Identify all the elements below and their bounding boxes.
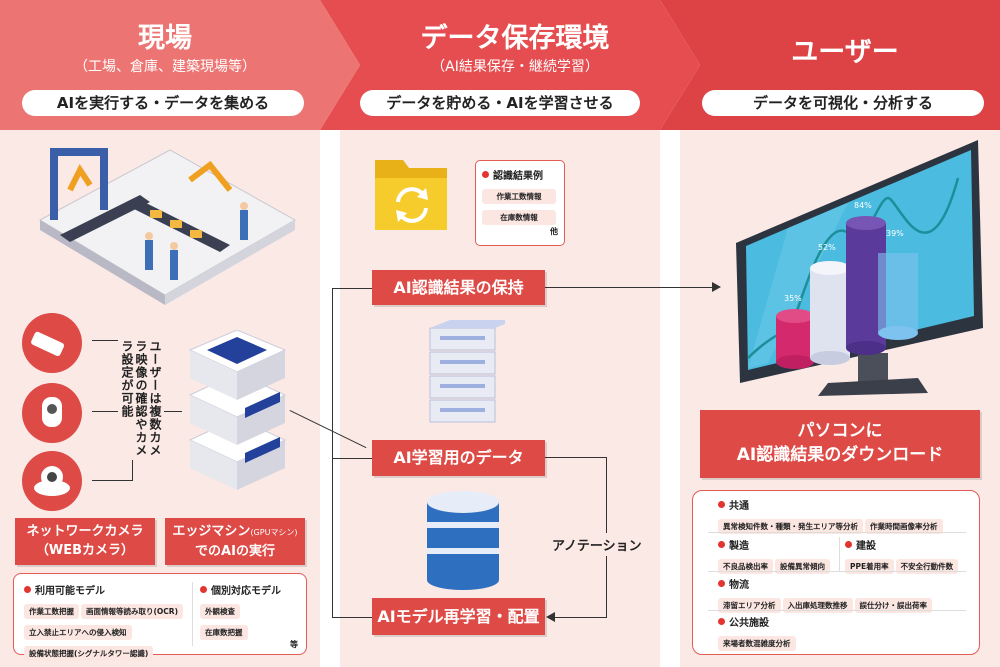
arrow-right-icon — [712, 282, 721, 292]
header-tagline: AIを実行する・データを集める — [22, 90, 304, 116]
edge-server-icon — [188, 330, 287, 490]
model-chip: 設備状態把握(シグナルタワー認識) — [24, 646, 154, 661]
category-title: 共通 — [729, 501, 749, 512]
category-logistics: 物流 滞留エリア分析入出庫処理数推移誤仕分け・誤出荷率 — [718, 574, 934, 614]
analysis-box: 共通 異常検知件数・種類・発生エリア等分析作業時間画像率分析 製造 不良品検出率… — [692, 490, 980, 655]
monitor-chart-illustration: 35% 52% 84% 39% — [736, 140, 983, 396]
example-title: 認識結果例 — [493, 171, 543, 182]
bullet-icon — [24, 586, 31, 593]
bullet-icon — [718, 618, 725, 625]
retrain-deploy-label: AIモデル再学習・配置 — [372, 598, 545, 635]
download-line2: AI認識結果のダウンロード — [736, 445, 944, 465]
retain-results-label: AI認識結果の保持 — [372, 270, 545, 305]
header-subtitle: （工場、倉庫、建築現場等） — [74, 59, 256, 75]
analysis-chip: 作業時間画像率分析 — [865, 519, 943, 534]
model-chip: 外観検査 — [200, 604, 240, 619]
edge-line2-text: でのAIの実行 — [195, 544, 275, 559]
category-construction: 建設 PPE着用率不安全行動件数 — [845, 535, 960, 575]
example-chip: 在庫数情報 — [482, 210, 556, 225]
edge-small-text: (GPUマシン) — [250, 528, 298, 537]
chart-bars — [776, 216, 918, 369]
chart-label: 39% — [886, 229, 904, 238]
analysis-chip: 来場者数混雑度分析 — [718, 636, 796, 651]
category-title: 公共施設 — [729, 618, 769, 629]
example-etc: 他 — [550, 227, 558, 236]
category-title: 物流 — [729, 580, 749, 591]
network-camera-text: ネットワークカメラ（WEBカメラ） — [26, 524, 144, 558]
database-icon — [427, 491, 499, 590]
analysis-chip: 滞留エリア分析 — [718, 598, 781, 613]
bullet-icon — [845, 541, 852, 548]
analysis-chip: 異常検知件数・種類・発生エリア等分析 — [718, 519, 863, 534]
header-user: ユーザー データを可視化・分析する — [690, 0, 1000, 130]
server-rack-icon — [429, 320, 505, 423]
bullet-icon — [718, 580, 725, 587]
recognition-example-box: 認識結果例 作業工数情報在庫数情報 他 — [475, 160, 565, 246]
analysis-chip: 不良品検出率 — [718, 559, 773, 574]
chart-label: 84% — [854, 201, 872, 210]
network-camera-label: ネットワークカメラ（WEBカメラ） — [15, 518, 155, 565]
category-public: 公共施設 来場者数混雑度分析 — [718, 612, 798, 652]
available-models: 利用可能モデル 作業工数把握画面情報等読み取り(OCR) 立入禁止エリアへの侵入… — [24, 580, 199, 662]
edge-machine-label: エッジマシン(GPUマシン) でのAIの実行 — [165, 518, 305, 565]
analysis-chip: PPE着用率 — [845, 559, 894, 574]
bullet-icon — [718, 501, 725, 508]
dome-camera-icon — [22, 451, 82, 511]
header-subtitle: （AI結果保存・継続学習） — [431, 59, 599, 75]
header-storage: データ保存環境 （AI結果保存・継続学習） データを貯める・AIを学習させる — [345, 0, 685, 130]
models-box: 利用可能モデル 作業工数把握画面情報等読み取り(OCR) 立入禁止エリアへの侵入… — [13, 573, 307, 661]
bullet-camera-icon — [22, 313, 82, 373]
download-label: パソコンに AI認識結果のダウンロード — [700, 410, 980, 478]
bullet-icon — [718, 541, 725, 548]
header-site: 現場 （工場、倉庫、建築現場等） AIを実行する・データを集める — [0, 0, 330, 130]
analysis-chip: 設備異常傾向 — [775, 559, 830, 574]
model-chip: 在庫数把握 — [200, 625, 248, 640]
custom-title: 個別対応モデル — [211, 586, 281, 597]
analysis-chip: 不安全行動件数 — [895, 559, 959, 574]
desk-camera-icon — [22, 383, 82, 443]
category-manufacturing: 製造 不良品検出率設備異常傾向 — [718, 535, 832, 575]
header-title: 現場 — [138, 23, 192, 54]
category-common: 共通 異常検知件数・種類・発生エリア等分析作業時間画像率分析 — [718, 495, 945, 535]
header-tagline: データを可視化・分析する — [702, 90, 984, 116]
category-title: 建設 — [856, 541, 876, 552]
bullet-icon — [482, 171, 489, 178]
camera-note: ユーザーは複数カメラ映像の確認やカメラ設定が可能 — [118, 340, 164, 460]
camera-icons — [22, 313, 82, 511]
annotation-label: アノテーション — [552, 533, 642, 556]
analysis-chip: 誤仕分け・誤出荷率 — [854, 598, 932, 613]
custom-models: 個別対応モデル 外観検査 在庫数把握 — [200, 580, 300, 641]
model-chip: 画面情報等読み取り(OCR) — [81, 604, 184, 619]
available-title: 利用可能モデル — [35, 586, 105, 597]
etc-label: 等 — [290, 640, 298, 649]
edge-main-text: エッジマシン — [172, 524, 251, 539]
download-line1: パソコンに — [797, 421, 883, 441]
category-title: 製造 — [729, 541, 749, 552]
chart-label: 52% — [818, 243, 836, 252]
analysis-chip: 入出庫処理数推移 — [782, 598, 853, 613]
header-tagline: データを貯める・AIを学習させる — [360, 90, 640, 116]
header-title: ユーザー — [791, 37, 899, 68]
header-title: データ保存環境 — [420, 23, 610, 54]
arrow-left-icon — [546, 612, 555, 622]
factory-illustration — [38, 148, 297, 305]
folder-sync-icon — [375, 160, 447, 230]
chart-label: 35% — [784, 294, 802, 303]
example-chip: 作業工数情報 — [482, 189, 556, 204]
bullet-icon — [200, 586, 207, 593]
model-chip: 作業工数把握 — [24, 604, 79, 619]
model-chip: 立入禁止エリアへの侵入検知 — [24, 625, 132, 640]
training-data-label: AI学習用のデータ — [372, 440, 545, 476]
